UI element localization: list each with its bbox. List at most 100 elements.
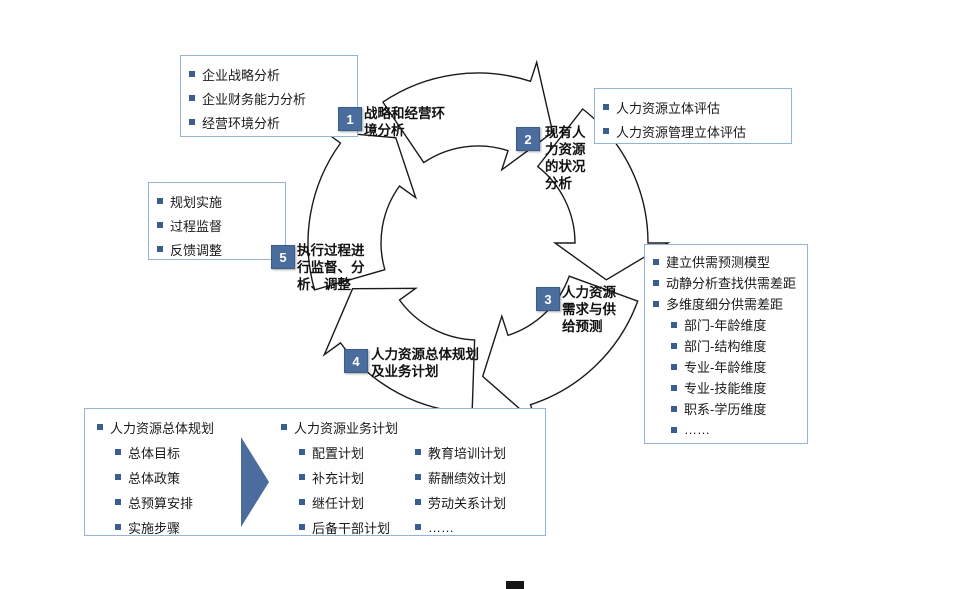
bullet-icon [157, 198, 163, 204]
list-item-text: 配置计划 [312, 445, 365, 461]
list-subitem: 总体政策 [115, 468, 180, 486]
list-subitem: 专业-年龄维度 [671, 356, 799, 377]
bullet-icon [115, 524, 121, 530]
list-item-text: 薪酬绩效计划 [428, 470, 507, 486]
list-item-text: 总预算安排 [128, 495, 194, 511]
list-subitem: 部门-结构维度 [671, 335, 799, 356]
step-2-label: 现有人 力资源 的状况 分析 [545, 124, 586, 192]
bullet-icon [299, 449, 305, 455]
step-1-badge: 1 [338, 107, 362, 131]
list-item-text: 动静分析查找供需差距 [666, 276, 797, 291]
list-item-text: 实施步骤 [128, 520, 181, 536]
bullet-icon [157, 222, 163, 228]
list-item: 人力资源管理立体评估 [603, 119, 783, 143]
list-subitem: 后备干部计划 [299, 518, 390, 536]
list-item-text: 企业战略分析 [202, 67, 281, 83]
step-2-label-line: 的状况 [545, 159, 586, 174]
list-item-text: 专业-年龄维度 [684, 360, 767, 375]
list-item: 企业财务能力分析 [189, 86, 349, 110]
plan-left-title: 人力资源总体规划 [97, 418, 214, 436]
bullet-icon [671, 321, 677, 328]
list-item-text: 人力资源立体评估 [616, 100, 721, 116]
step-2-label-line: 力资源 [545, 142, 586, 157]
list-item: 企业战略分析 [189, 62, 349, 86]
list-item: 规划实施 [157, 189, 277, 213]
step-2-label-line: 现有人 [545, 125, 586, 140]
step-5-label-line: 执行过程进 [297, 243, 365, 258]
plan-callout: 人力资源总体规划 总体目标 总体政策 总预算安排 实施步骤 人力资源业务计划 配… [84, 408, 546, 536]
bullet-icon [299, 524, 305, 530]
list-subitem: 配置计划 [299, 443, 364, 461]
list-item: 多维度细分供需差距 [653, 293, 799, 314]
list-subitem: 职系-学历维度 [671, 398, 799, 419]
step-5-label-line: 析、调整 [297, 277, 351, 292]
bullet-icon [653, 279, 659, 286]
list-item-text: 总体政策 [128, 470, 181, 486]
bullet-icon [157, 246, 163, 252]
list-item-text: 多维度细分供需差距 [666, 297, 784, 312]
step-1-label: 战略和经营环 境分析 [364, 105, 445, 139]
bullet-icon [415, 524, 421, 530]
step-3-label-line: 人力资源 [562, 285, 616, 300]
cropped-element-artifact [506, 581, 524, 589]
list-item-text: 企业财务能力分析 [202, 91, 307, 107]
list-item: 建立供需预测模型 [653, 251, 799, 272]
list-item: 反馈调整 [157, 237, 277, 261]
list-subitem: 部门-年龄维度 [671, 314, 799, 335]
list-subitem: 实施步骤 [115, 518, 180, 536]
list-subitem: 薪酬绩效计划 [415, 468, 506, 486]
bullet-icon [653, 258, 659, 265]
bullet-icon [415, 499, 421, 505]
step-4-badge: 4 [344, 349, 368, 373]
list-item: 过程监督 [157, 213, 277, 237]
current-hr-callout: 人力资源立体评估 人力资源管理立体评估 [594, 88, 792, 144]
list-item-text: 补充计划 [312, 470, 365, 486]
list-subitem: …… [415, 518, 454, 536]
bullet-icon [189, 95, 195, 101]
list-item-text: 反馈调整 [170, 242, 223, 258]
list-subitem: 劳动关系计划 [415, 493, 506, 511]
bullet-icon [671, 384, 677, 391]
bullet-icon [115, 449, 121, 455]
bullet-icon [415, 449, 421, 455]
step-3-label: 人力资源 需求与供 给预测 [562, 284, 616, 335]
bullet-icon [97, 424, 103, 430]
bullet-icon [603, 128, 609, 134]
forecast-callout: 建立供需预测模型 动静分析查找供需差距 多维度细分供需差距 部门-年龄维度 部门… [644, 244, 808, 444]
step-4-label-line: 人力资源总体规划 [371, 347, 479, 362]
step-4-label: 人力资源总体规划 及业务计划 [371, 346, 479, 380]
list-item-text: 总体目标 [128, 445, 181, 461]
step-4-label-line: 及业务计划 [371, 364, 439, 379]
list-item-text: 人力资源业务计划 [294, 420, 399, 436]
list-item-text: 专业-技能维度 [684, 381, 767, 396]
list-item-text: 建立供需预测模型 [666, 255, 771, 270]
step-2-badge: 2 [516, 127, 540, 151]
step-3-label-line: 需求与供 [562, 302, 616, 317]
list-item-text: 继任计划 [312, 495, 365, 511]
list-item: 经营环境分析 [189, 110, 349, 134]
bullet-icon [299, 474, 305, 480]
cycle-arrow-shape [322, 287, 476, 414]
list-subitem: 总预算安排 [115, 493, 193, 511]
step-1-label-line: 境分析 [364, 123, 405, 138]
bullet-icon [189, 71, 195, 77]
bullet-icon [653, 300, 659, 307]
list-item-text: 劳动关系计划 [428, 495, 507, 511]
bullet-icon [671, 363, 677, 370]
step-5-label: 执行过程进 行监督、分 析、调整 [297, 242, 365, 293]
plan-right-title: 人力资源业务计划 [281, 418, 398, 436]
bullet-icon [189, 119, 195, 125]
list-item-text: 经营环境分析 [202, 115, 281, 131]
bullet-icon [115, 474, 121, 480]
list-item-text: 部门-年龄维度 [684, 318, 767, 333]
list-subitem: 继任计划 [299, 493, 364, 511]
bullet-icon [415, 474, 421, 480]
list-item-text: 后备干部计划 [312, 520, 391, 536]
cycle-arrow-shape [307, 130, 418, 291]
list-subitem: 总体目标 [115, 443, 180, 461]
bullet-icon [603, 104, 609, 110]
list-item-text: 教育培训计划 [428, 445, 507, 461]
list-subitem: 专业-技能维度 [671, 377, 799, 398]
execution-callout: 规划实施 过程监督 反馈调整 [148, 182, 286, 260]
